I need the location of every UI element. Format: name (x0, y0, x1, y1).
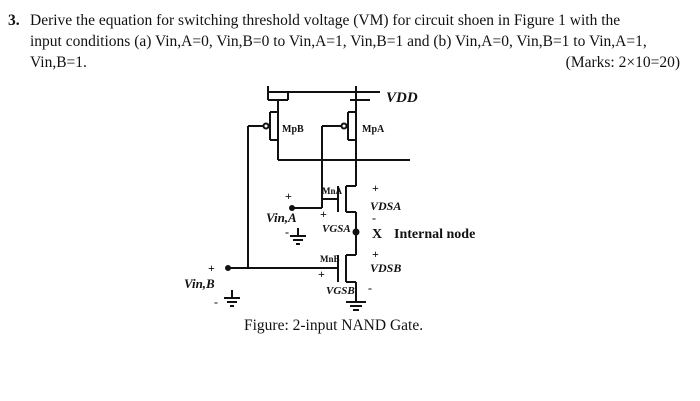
vdsa-plus: + (372, 181, 379, 195)
vin-b-minus: - (214, 295, 218, 309)
mnb-label: MnB (320, 254, 340, 264)
vdsb-minus: - (368, 281, 372, 295)
vin-b-label: Vin,B (184, 276, 215, 291)
question-line-2: input conditions (a) Vin,A=0, Vin,B=0 to… (30, 33, 647, 50)
nand-circuit-diagram: VDD MpB MpA MnA MnB + Vin,A - + VGSA + V… (184, 86, 475, 311)
mna-label: MnA (322, 186, 343, 196)
mpb-label: MpB (282, 124, 304, 135)
mpa-label: MpA (362, 124, 385, 135)
vin-a-label: Vin,A (266, 210, 297, 225)
vgsb-label: VGSB (326, 285, 355, 297)
vin-b-plus: + (208, 261, 215, 275)
figure-caption: Figure: 2-input NAND Gate. (244, 317, 424, 334)
question-text-1: Derive the equation for switching thresh… (30, 12, 621, 29)
vin-a-minus: - (285, 225, 289, 239)
vin-a-plus: + (285, 189, 292, 203)
vdsa-label: VDSA (370, 199, 401, 213)
internal-node-label: Internal node (394, 227, 475, 242)
vdsa-minus: - (372, 211, 376, 225)
vgsb-plus: + (318, 267, 325, 281)
marks-label: (Marks: 2×10=20) (565, 54, 680, 71)
question-number: 3. (8, 12, 20, 29)
vgsa-label: VGSA (322, 223, 351, 235)
question-line-1: 3. Derive the equation for switching thre… (8, 10, 680, 31)
vdsb-label: VDSB (370, 261, 401, 275)
vdd-label: VDD (386, 90, 418, 106)
question-line-3: Vin,B=1. (Marks: 2×10=20) (8, 52, 680, 73)
question-block: 3. Derive the equation for switching thre… (8, 10, 680, 73)
x-node-label: X (372, 227, 382, 242)
circuit-wires (224, 86, 410, 311)
circuit-labels: VDD MpB MpA MnA MnB + Vin,A - + VGSA + V… (184, 90, 475, 309)
question-text-3: Vin,B=1. (30, 54, 87, 71)
vgsa-plus: + (320, 207, 327, 221)
vdsb-plus: + (372, 247, 379, 261)
